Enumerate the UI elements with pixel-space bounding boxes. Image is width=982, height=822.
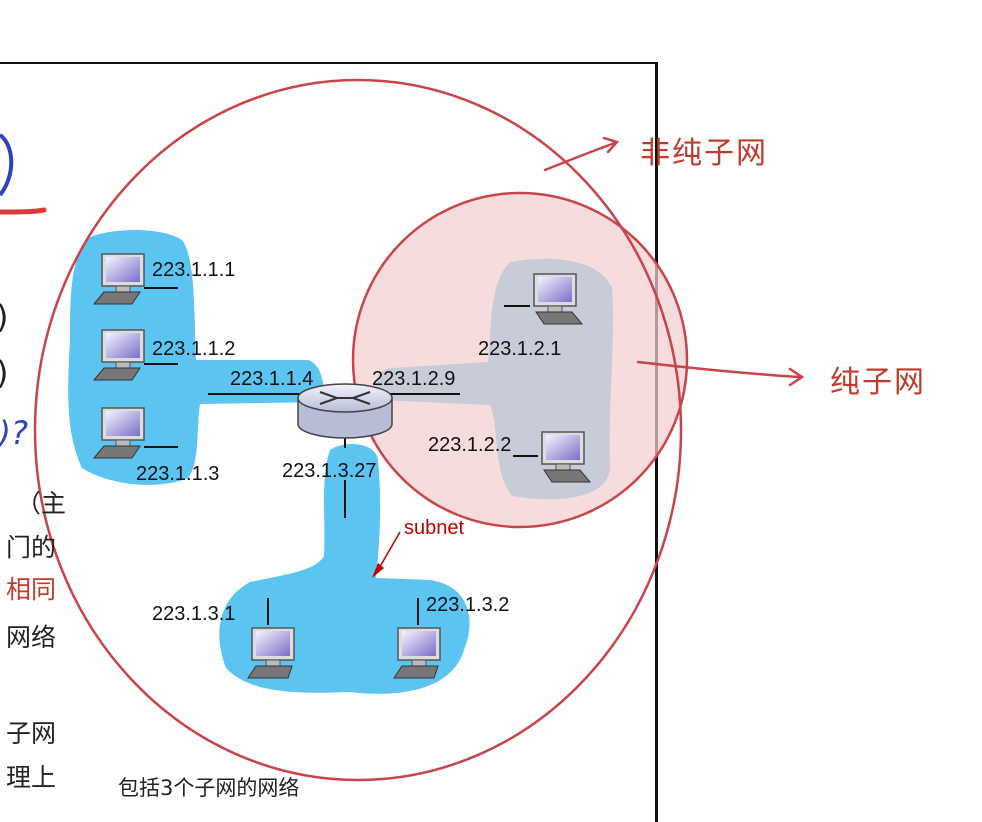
ip-label-h3: 223.1.1.3 bbox=[136, 463, 220, 485]
router-interface-label-2: 223.1.2.9 bbox=[372, 368, 456, 390]
computer-icon bbox=[541, 431, 592, 483]
left-fragment-line-3: 相同 bbox=[6, 575, 57, 604]
router-interface-label-3: 223.1.3.27 bbox=[282, 460, 377, 482]
computer-icon bbox=[92, 407, 145, 459]
network-diagram bbox=[0, 78, 805, 782]
left-fragment-paren-1: ) bbox=[0, 298, 8, 336]
figure-caption: 包括3个子网的网络 bbox=[118, 776, 300, 800]
left-fragment-line-4: 网络 bbox=[6, 623, 57, 652]
non-pure-subnet-circle bbox=[33, 78, 683, 782]
router-icon bbox=[297, 383, 393, 439]
ip-label-h1: 223.1.1.1 bbox=[152, 259, 236, 281]
left-fragment-question: t)? bbox=[0, 414, 29, 452]
ip-label-h4: 223.1.2.1 bbox=[478, 338, 562, 360]
left-fragment-line-5: 子网 bbox=[6, 719, 57, 748]
annotation-pure-subnet: 纯子网 bbox=[830, 365, 926, 400]
ip-label-h7: 223.1.3.2 bbox=[426, 594, 510, 616]
ip-label-h5: 223.1.2.2 bbox=[428, 434, 512, 456]
ip-label-h6: 223.1.3.1 bbox=[152, 603, 236, 625]
annotation-non-pure-subnet: 非纯子网 bbox=[640, 136, 768, 171]
computer-icon bbox=[393, 627, 441, 679]
pure-subnet-circle bbox=[351, 191, 689, 529]
left-fragment-paren-2: ) bbox=[0, 354, 8, 392]
computer-icon bbox=[247, 627, 295, 679]
ip-label-h2: 223.1.1.2 bbox=[152, 338, 236, 360]
left-fragment-line-2: 门的 bbox=[6, 533, 57, 562]
computer-icon bbox=[92, 329, 145, 381]
computer-icon bbox=[533, 273, 584, 325]
router-interface-label-1: 223.1.1.4 bbox=[230, 368, 314, 390]
subnet-label: subnet bbox=[404, 517, 465, 539]
left-fragment-line-1: （主 bbox=[16, 489, 67, 518]
left-fragment-line-6: 理上 bbox=[6, 763, 57, 792]
computer-icon bbox=[92, 253, 145, 305]
